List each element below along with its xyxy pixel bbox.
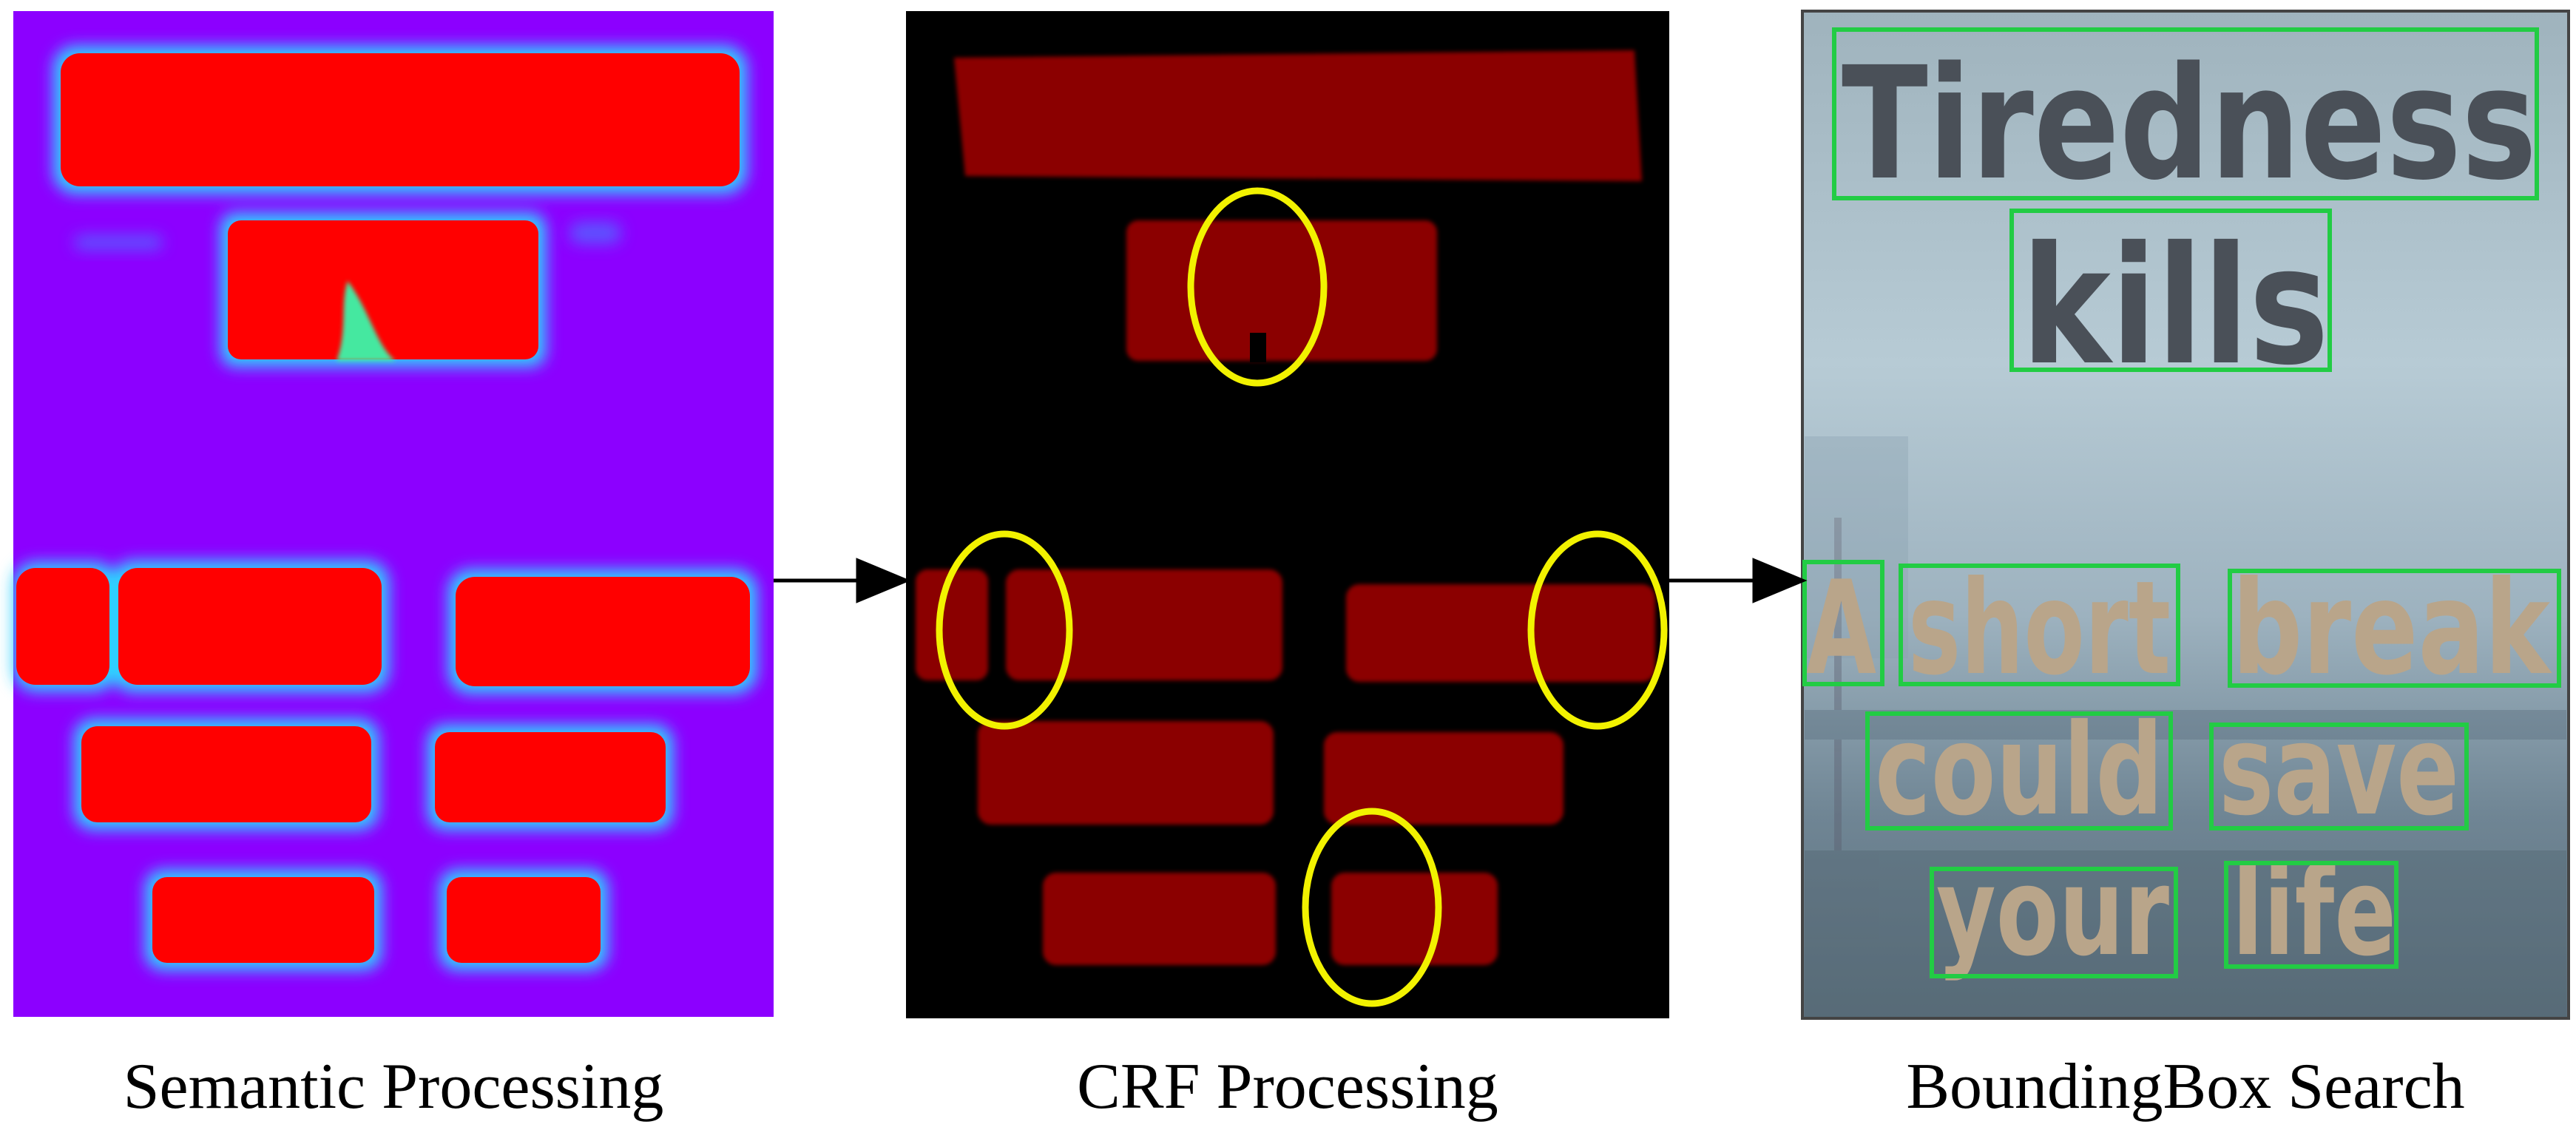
crf-panel — [906, 11, 1669, 1018]
sign-text: Tiredness kills A short break could save… — [1806, 33, 2552, 983]
captions: Semantic Processing CRF Processing Bound… — [124, 1051, 2465, 1123]
bounding-box — [1899, 564, 2180, 686]
bbox-panel: Tiredness kills A short break could save… — [1801, 10, 2570, 1020]
highlight-circle — [936, 530, 1073, 730]
caption-crf-processing: CRF Processing — [1077, 1051, 1498, 1123]
heatmap-hot-regions — [16, 53, 750, 963]
semantic-heatmap-panel — [13, 11, 774, 1017]
heatmap-faint-blobs — [74, 222, 621, 250]
highlight-circle — [1527, 530, 1668, 730]
photo-border — [1801, 10, 2570, 1020]
flow-arrows — [774, 558, 1808, 603]
arrowhead-icon — [856, 558, 911, 603]
bounding-box — [2209, 723, 2469, 830]
arrowhead-icon — [1752, 558, 1808, 603]
crf-regions — [916, 50, 1655, 965]
sign-word: break — [2232, 554, 2552, 704]
caption-boundingbox-search: BoundingBox Search — [1906, 1051, 2464, 1123]
bounding-box — [1832, 27, 2539, 200]
sign-word-kills: kills — [2021, 212, 2329, 401]
crf-highlight-circles — [936, 187, 1668, 1007]
highlight-circle — [1302, 808, 1442, 1007]
photo-background — [1802, 11, 2569, 1018]
sign-word: short — [1908, 554, 2171, 704]
sign-word: A — [1806, 554, 1876, 704]
bounding-box — [2009, 209, 2332, 372]
crf-gap — [1250, 333, 1266, 362]
sign-word: could — [1875, 697, 2163, 844]
bounding-box — [1802, 560, 1884, 686]
bounding-box — [2228, 569, 2561, 688]
caption-semantic-processing: Semantic Processing — [124, 1051, 664, 1123]
bounding-box — [1930, 867, 2178, 978]
sign-word: your — [1936, 841, 2169, 983]
bounding-box — [1865, 711, 2173, 830]
bounding-boxes — [1802, 27, 2561, 978]
bounding-box — [2224, 861, 2398, 969]
highlight-circle — [1187, 187, 1328, 387]
sign-word: save — [2219, 697, 2459, 844]
sign-word-tiredness: Tiredness — [1842, 33, 2537, 214]
